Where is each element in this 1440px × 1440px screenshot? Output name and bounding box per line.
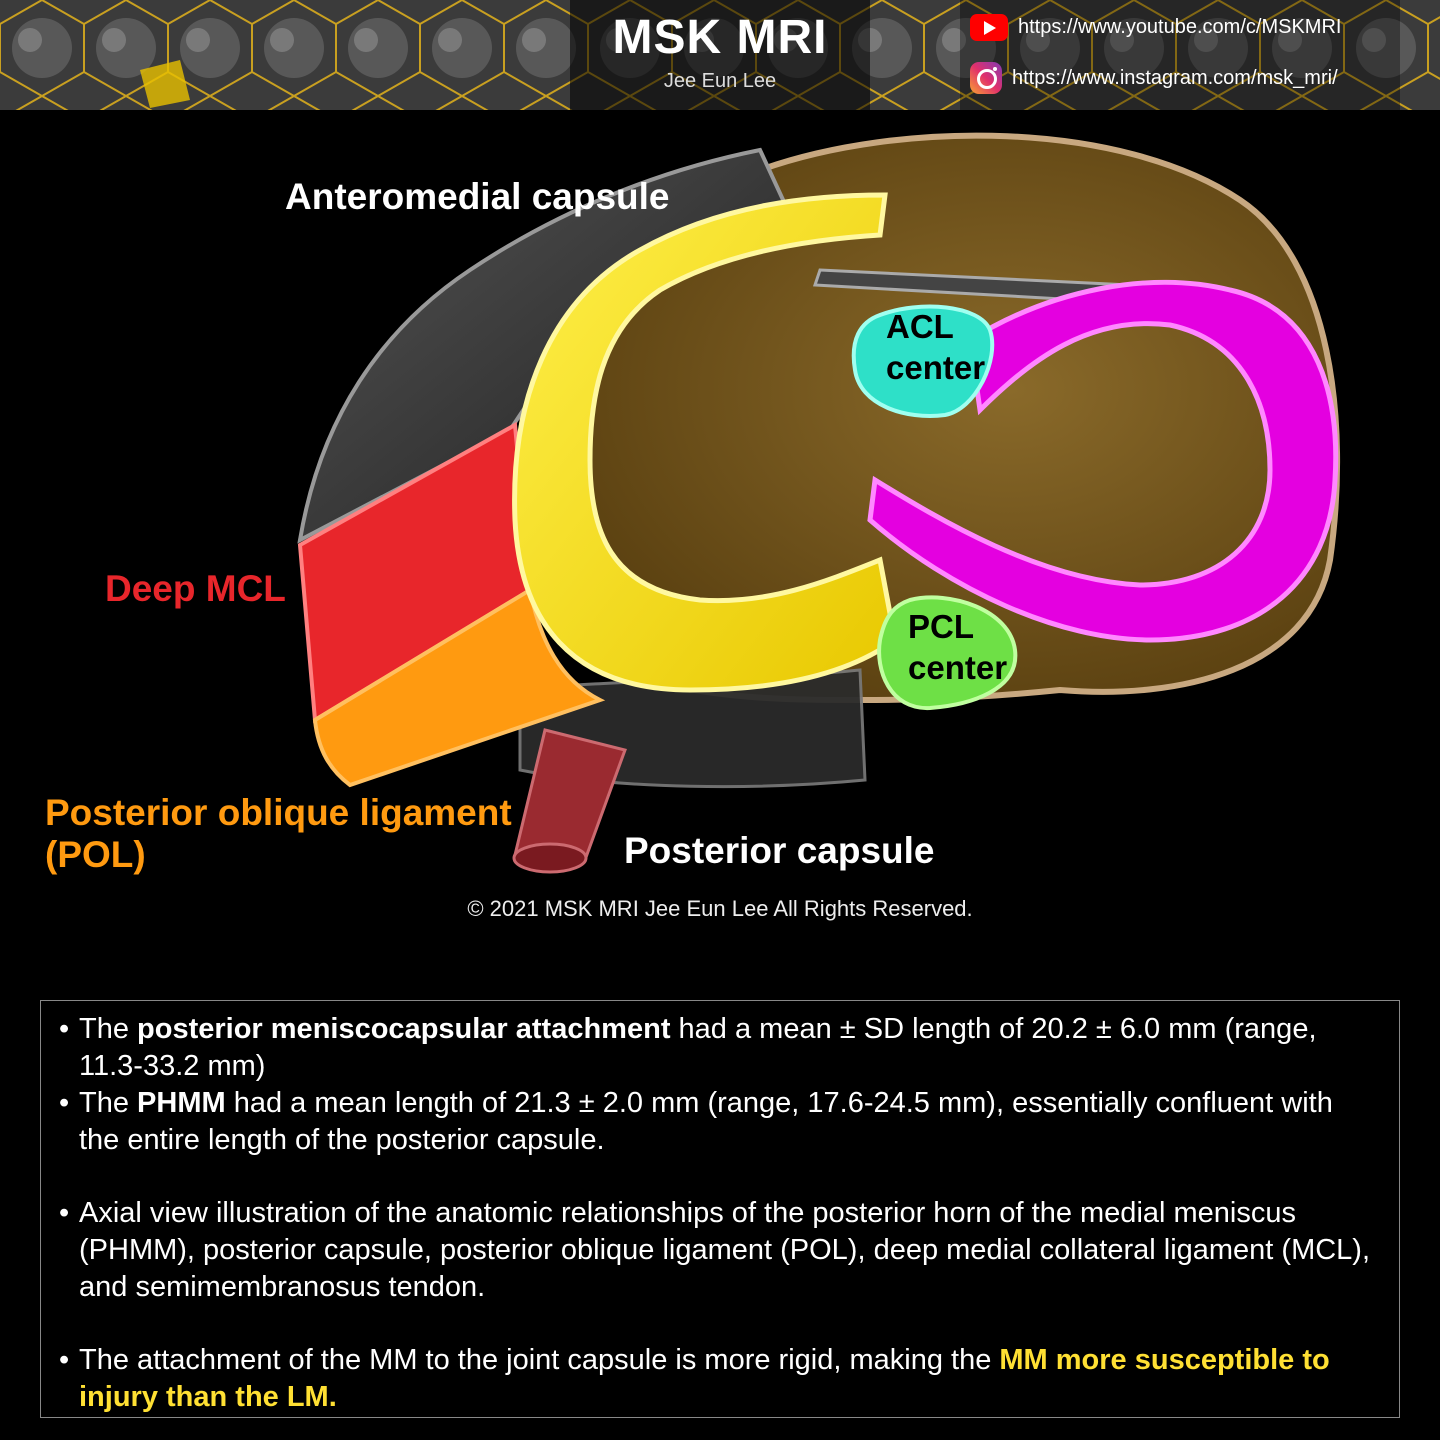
label-anteromedial-capsule: Anteromedial capsule (285, 176, 670, 217)
label-pol-line1: Posterior oblique ligament (45, 792, 512, 833)
instagram-icon (970, 62, 1002, 94)
knee-axial-diagram (297, 132, 1341, 874)
header-banner: MSK MRI Jee Eun Lee https://www.youtube.… (0, 0, 1440, 110)
copyright: © 2021 MSK MRI Jee Eun Lee All Rights Re… (467, 896, 973, 921)
brand-title: MSK MRI (612, 11, 828, 64)
youtube-link[interactable]: https://www.youtube.com/c/MSKMRI (970, 14, 1341, 41)
medial-meniscus (512, 192, 898, 693)
mri-collage-background (0, 0, 1440, 110)
youtube-url[interactable]: https://www.youtube.com/c/MSKMRI (1018, 16, 1342, 38)
semimembranosus-end (512, 842, 588, 874)
label-pcl-line1: PCL (908, 608, 974, 645)
brand-author: Jee Eun Lee (663, 70, 777, 92)
posterior-oblique-ligament (312, 586, 606, 788)
brand: MSK MRI Jee Eun Lee (570, 10, 870, 93)
label-pcl-line2: center (908, 649, 1008, 686)
note-bullet-1: The posterior meniscocapsular attachment… (59, 1011, 1379, 1085)
acl-center (851, 304, 995, 418)
notes-box: The posterior meniscocapsular attachment… (40, 1000, 1400, 1418)
youtube-icon (970, 14, 1008, 41)
label-acl-line2: center (886, 349, 986, 386)
label-pol-line2: (POL) (45, 834, 146, 875)
instagram-link[interactable]: https://www.instagram.com/msk_mri/ (970, 62, 1338, 94)
label-posterior-capsule: Posterior capsule (624, 830, 935, 871)
instagram-url[interactable]: https://www.instagram.com/msk_mri/ (1012, 66, 1338, 89)
pcl-center (877, 595, 1018, 711)
note-bullet-2: The PHMM had a mean length of 21.3 ± 2.0… (59, 1085, 1379, 1159)
note-bullet-3: Axial view illustration of the anatomic … (59, 1195, 1379, 1306)
note-bullet-4: The attachment of the MM to the joint ca… (59, 1342, 1379, 1416)
label-acl-line1: ACL (886, 308, 954, 345)
label-deep-mcl: Deep MCL (105, 568, 286, 609)
